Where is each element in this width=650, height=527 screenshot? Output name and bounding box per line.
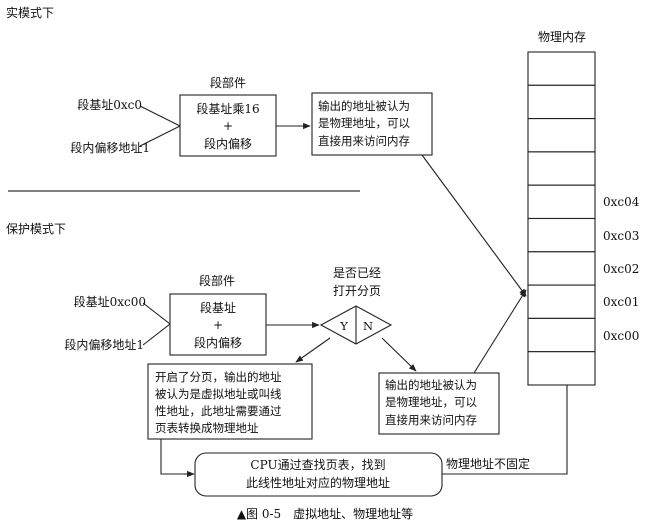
figure-caption: ▲图 0-5 虚拟地址、物理地址等 <box>237 507 413 521</box>
decision-question-line-1: 是否已经 <box>333 266 381 280</box>
real-segment-base-label: 段基址0xc0 <box>77 97 142 112</box>
real-offset-label: 段内偏移地址1 <box>70 140 150 155</box>
no-paging-line-2: 是物理地址，可以 <box>385 395 477 409</box>
paging-line-1: 开启了分页，输出的地址 <box>155 370 282 384</box>
real-output-to-memory-arrow <box>421 154 527 297</box>
real-output-box <box>311 92 433 156</box>
no-paging-line-3: 直接用来访问内存 <box>385 413 477 427</box>
memory-cell <box>527 317 596 353</box>
cpu-to-memory-line <box>442 360 568 475</box>
memory-cell <box>527 151 596 186</box>
memory-cell <box>527 284 596 319</box>
paging-line-2: 被认为是虚拟地址或叫线 <box>155 387 282 401</box>
real-seg-unit-line-2: + <box>223 119 233 133</box>
real-output-line-2: 是物理地址，可以 <box>318 116 410 130</box>
paging-to-cpu-line <box>160 439 192 475</box>
memory-address-3: 0xc01 <box>603 295 639 309</box>
real-segment-unit-box <box>179 94 277 157</box>
no-paging-to-memory-arrow <box>473 289 527 374</box>
no-paging-output-box <box>378 372 500 435</box>
prot-offset-label: 段内偏移地址1 <box>64 337 144 352</box>
prot-seg-unit-line-1: 段基址 <box>200 300 236 315</box>
protected-mode-title: 保护模式下 <box>6 222 66 236</box>
memory-cell <box>527 217 596 253</box>
real-input-lines <box>139 105 182 147</box>
memory-cell <box>527 251 596 286</box>
decision-no: N <box>363 319 373 333</box>
real-seg-unit-line-1: 段基址乘16 <box>196 101 259 116</box>
not-fixed-label: 物理地址不固定 <box>446 456 530 471</box>
memory-title: 物理内存 <box>538 30 586 44</box>
cpu-line-1: CPU通过查找页表，找到 <box>250 458 385 472</box>
no-paging-line-1: 输出的地址被认为 <box>385 378 477 392</box>
prot-segment-unit-box <box>169 293 267 356</box>
memory-address-4: 0xc00 <box>603 329 639 343</box>
prot-input-lines <box>142 302 171 346</box>
real-seg-unit-line-3: 段内偏移 <box>204 136 252 151</box>
memory-cell <box>527 51 596 86</box>
real-output-line-1: 输出的地址被认为 <box>318 99 410 113</box>
prot-seg-unit-line-2: + <box>213 318 223 332</box>
prot-seg-unit-line-3: 段内偏移 <box>194 335 242 350</box>
real-mode-title: 实模式下 <box>6 5 54 20</box>
memory-address-0: 0xc04 <box>603 195 640 209</box>
prot-seg-unit-title: 段部件 <box>199 273 235 288</box>
memory-cell <box>527 118 596 153</box>
paging-line-4: 页表转换成物理地址 <box>155 421 259 435</box>
paging-line-3: 性地址，此地址需要通过 <box>155 404 282 418</box>
yes-branch-arrow <box>295 337 331 363</box>
memory-cell <box>527 351 596 386</box>
memory-cell <box>527 84 596 120</box>
memory-address-2: 0xc02 <box>603 262 639 276</box>
paging-enabled-box <box>147 363 313 440</box>
decision-yes: Y <box>339 319 348 333</box>
cpu-line-2: 此线性地址对应的物理地址 <box>246 475 390 490</box>
memory-column <box>527 51 596 386</box>
decision-question-line-2: 打开分页 <box>333 284 381 298</box>
real-output-line-3: 直接用来访问内存 <box>318 134 410 148</box>
no-branch-arrow <box>381 337 417 372</box>
memory-address-1: 0xc03 <box>603 229 639 243</box>
real-seg-unit-title: 段部件 <box>210 75 246 90</box>
prot-segment-base-label: 段基址0xc00 <box>74 294 146 309</box>
memory-cell <box>527 184 596 220</box>
